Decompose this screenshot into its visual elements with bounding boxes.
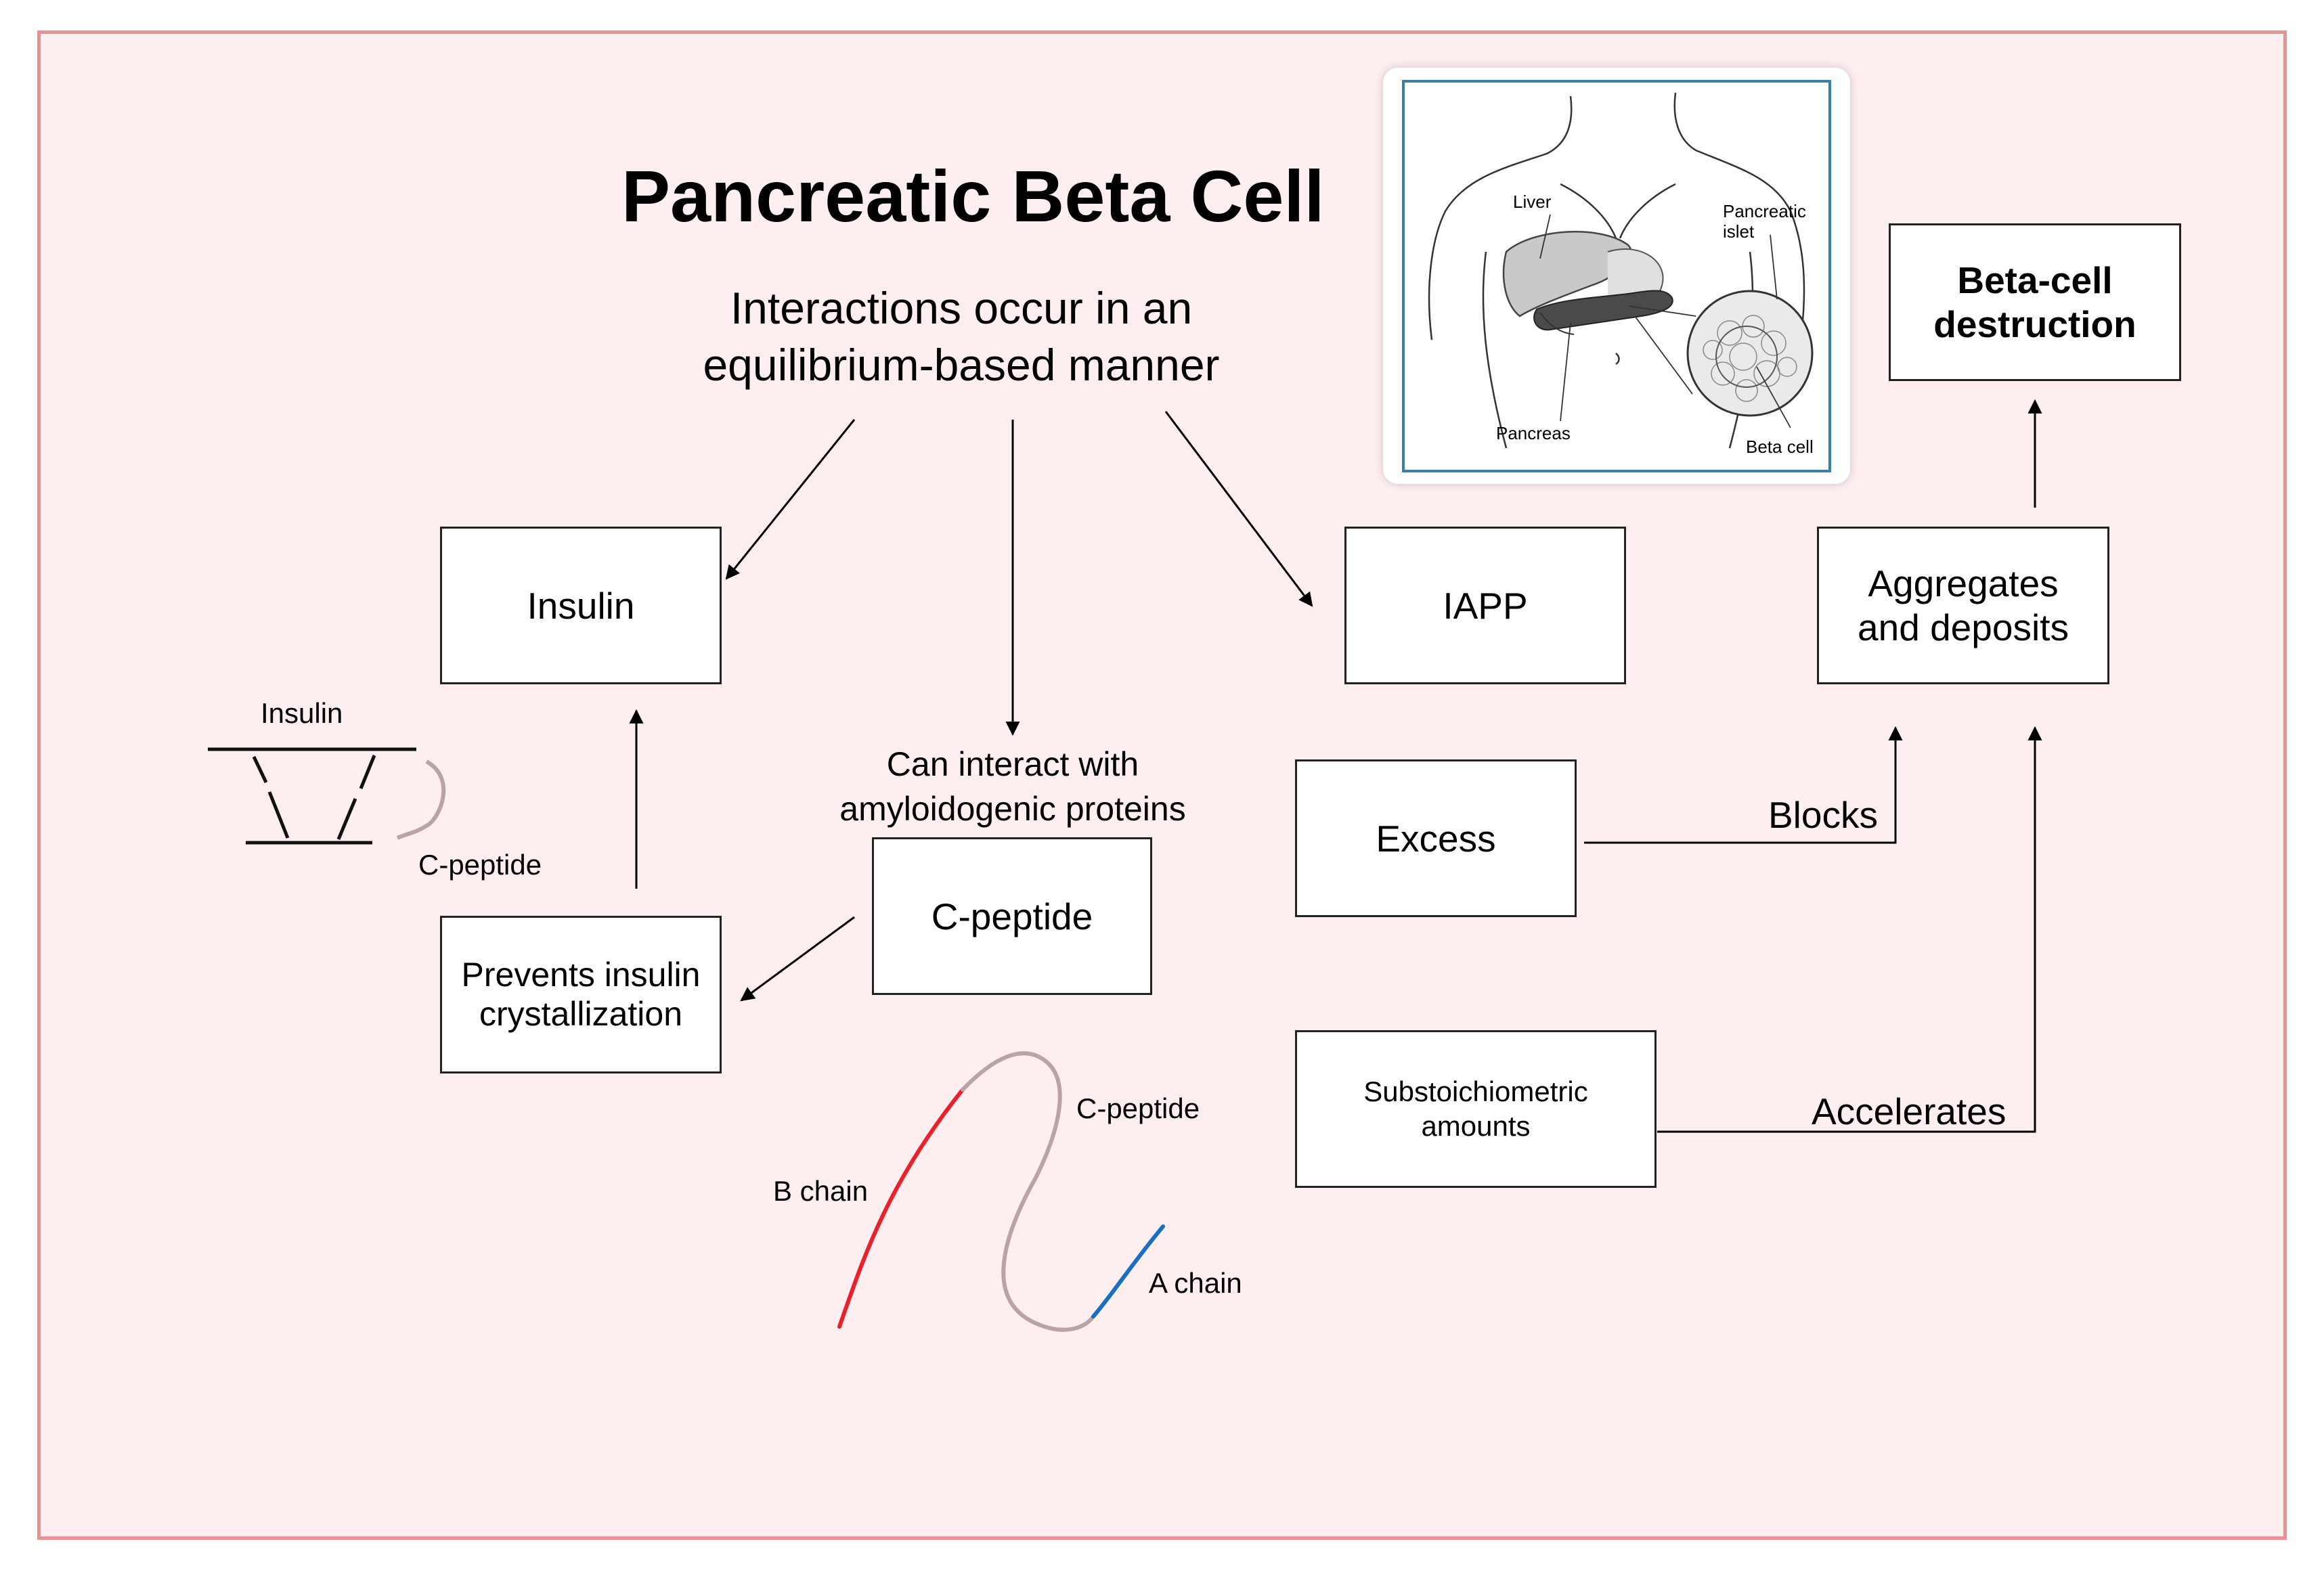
prevents-line2: crystallization <box>479 994 683 1033</box>
cpeptide-strand <box>396 759 446 840</box>
arrow-subtitle-to-iapp <box>1164 411 1313 607</box>
iapp-box: IAPP <box>1344 527 1626 684</box>
aggregates-label-line2: and deposits <box>1858 606 2069 648</box>
aggregates-label-line1: Aggregates <box>1868 562 2059 604</box>
liver-organ <box>1502 231 1632 317</box>
pancreas-organ <box>1533 290 1673 331</box>
substoich-line1: Substoichiometric <box>1363 1076 1588 1108</box>
fig-pancreas-label: Pancreas <box>1496 423 1571 443</box>
arrow-subtitle-to-insulin <box>725 419 856 580</box>
proinsulin-chain-sketch <box>837 1051 1165 1332</box>
anatomy-figure-card: Liver Pancreatic islet Pancreas Beta cel… <box>1383 68 1850 484</box>
fig-liver-label: Liver <box>1513 192 1552 212</box>
insulin-box: Insulin <box>440 527 722 684</box>
beta-destruction-line2: destruction <box>1933 303 2136 345</box>
fig-islet-label-line1: Pancreatic <box>1723 201 1806 221</box>
subtitle-line2: equilibrium-based manner <box>703 340 1220 390</box>
islet-magnified <box>1686 290 1814 417</box>
prevents-line1: Prevents insulin <box>461 956 701 994</box>
page-title: Pancreatic Beta Cell <box>621 155 1325 237</box>
can-interact-line1: Can interact with <box>886 745 1139 783</box>
can-interact-line2: amyloidogenic proteins <box>839 790 1186 828</box>
prevents-crystallization-box: Prevents insulin crystallization <box>440 916 722 1073</box>
accelerates-label: Accelerates <box>1812 1090 2007 1132</box>
iapp-box-label: IAPP <box>1443 584 1528 627</box>
insulin-sketch-label: Insulin <box>261 697 343 729</box>
insulin-sketch-cpeptide-label: C-peptide <box>418 849 542 881</box>
insulin-structure-sketch <box>208 747 446 845</box>
beta-destruction-line1: Beta-cell <box>1957 259 2113 301</box>
b-chain-segment <box>837 1088 965 1329</box>
excess-box: Excess <box>1295 759 1577 917</box>
cpeptide-box: C-peptide <box>872 837 1152 995</box>
chain-cpeptide-label: C-peptide <box>1076 1092 1200 1124</box>
aggregates-box: Aggregates and deposits <box>1817 527 2109 684</box>
insulin-box-label: Insulin <box>527 584 635 627</box>
arrow-substoich-accelerates <box>1657 726 2042 1133</box>
blocks-label: Blocks <box>1768 794 1878 836</box>
anatomy-figure: Liver Pancreatic islet Pancreas Beta cel… <box>1402 80 1831 472</box>
beta-cell-destruction-box: Beta-cell destruction <box>1889 223 2181 381</box>
a-chain-label: A chain <box>1149 1267 1242 1299</box>
torso-illustration <box>1428 92 1814 449</box>
subtitle-line1: Interactions occur in an <box>730 283 1193 333</box>
excess-box-label: Excess <box>1376 817 1496 860</box>
arrow-cpeptide-to-prevents <box>740 916 855 1002</box>
substoichiometric-box: Substoichiometric amounts <box>1295 1030 1657 1188</box>
substoich-line2: amounts <box>1421 1109 1531 1142</box>
a-chain-segment <box>1091 1224 1165 1319</box>
fig-beta-cell-label: Beta cell <box>1746 437 1814 457</box>
c-peptide-segment <box>961 1051 1095 1332</box>
b-chain-label: B chain <box>773 1175 869 1207</box>
arrow-excess-blocks <box>1584 726 1903 844</box>
fig-islet-label-line2: islet <box>1723 221 1755 242</box>
cpeptide-box-label: C-peptide <box>931 895 1093 937</box>
